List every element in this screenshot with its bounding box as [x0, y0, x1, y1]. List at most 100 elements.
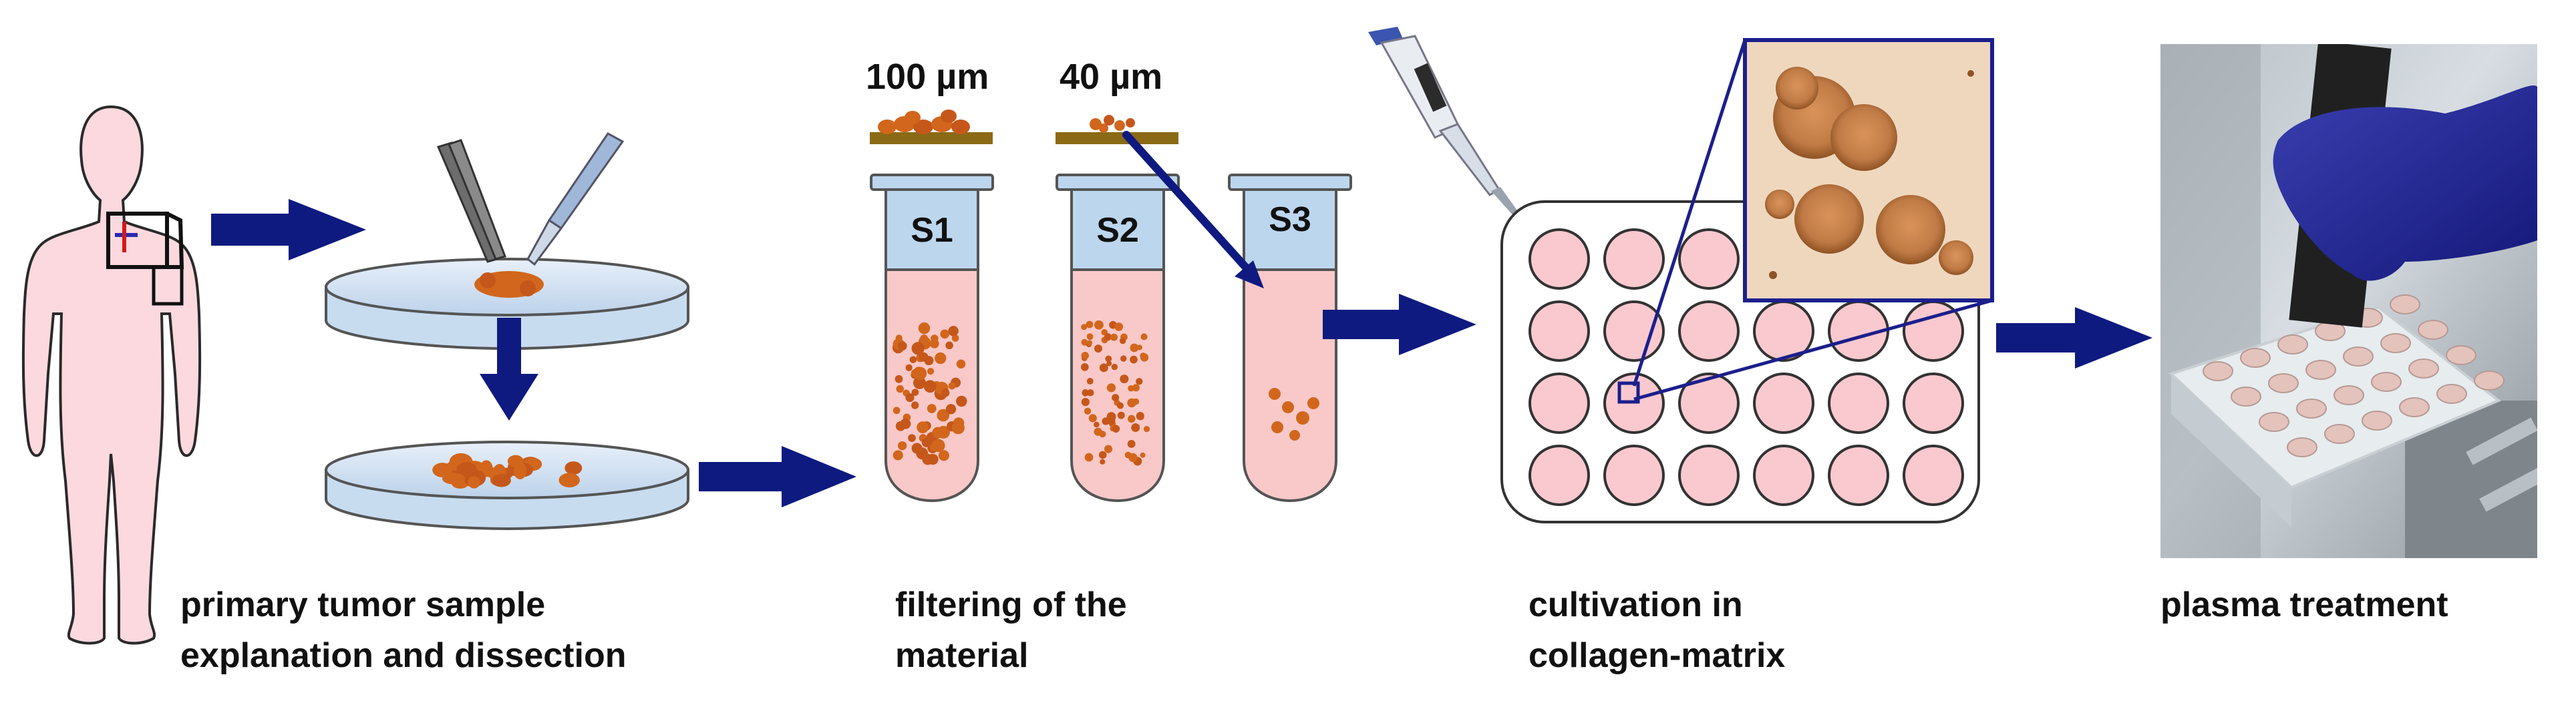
- photo-well: [2287, 437, 2317, 457]
- tissue-fragment: [1116, 402, 1124, 409]
- photo-well: [2371, 372, 2402, 392]
- caption-step1-line1: primary tumor sample: [180, 585, 546, 624]
- filter-40um: [1056, 115, 1178, 144]
- tissue-fragment: [937, 409, 950, 422]
- tissue-fragment: [1112, 425, 1120, 433]
- well: [1603, 445, 1665, 506]
- tissue-fragment: [913, 376, 926, 389]
- tube-label-s1: S1: [911, 211, 953, 250]
- well: [1603, 228, 1665, 290]
- photo-well: [2305, 360, 2336, 380]
- tissue-fragment: [919, 352, 929, 362]
- tissue-fragment: [941, 389, 950, 397]
- tissue-fragment: [565, 461, 583, 475]
- well: [1828, 445, 1889, 506]
- tissue-fragment: [1143, 426, 1150, 433]
- tissue-fragment: [1082, 389, 1090, 397]
- tissue-fragment: [1106, 383, 1116, 393]
- tissue-fragment: [948, 326, 959, 336]
- tissue-fragment: [938, 450, 949, 461]
- photo-well-plate: [2203, 294, 2505, 457]
- plasma-treatment-photo: [2160, 44, 2537, 558]
- forceps-icon: [436, 139, 506, 263]
- spheroid: [1876, 195, 1945, 264]
- arrow-filtrate-to-s3: [1122, 131, 1264, 288]
- tissue-fragment: [1112, 394, 1120, 402]
- human-silhouette-icon: [21, 105, 202, 645]
- photo-well: [2277, 334, 2308, 354]
- well: [1753, 373, 1814, 434]
- microscopy-zoom-image: [1745, 40, 1992, 300]
- photo-well: [2240, 348, 2271, 368]
- photo-well: [2362, 411, 2392, 431]
- tissue-fragment: [1086, 320, 1094, 328]
- caption-step2-line2: material: [895, 636, 1029, 675]
- photo-well: [2474, 371, 2505, 391]
- tissue-fragment: [1120, 375, 1129, 384]
- tissue-fragment: [916, 447, 929, 460]
- photo-well: [2399, 397, 2430, 417]
- scalpel-icon: [526, 132, 625, 266]
- photo-well: [2296, 399, 2327, 419]
- tissue-fragment: [1084, 407, 1092, 415]
- tissue-fragment: [513, 462, 527, 479]
- tissue-fragment: [456, 461, 477, 477]
- caption-step1: primary tumor sample explanation and dis…: [180, 579, 626, 681]
- well: [1678, 228, 1740, 290]
- tissue-fragment: [1086, 378, 1094, 385]
- tissue-fragment: [908, 434, 916, 442]
- tissue-fragment: [1127, 440, 1136, 448]
- well: [1678, 445, 1740, 506]
- tissue-fragment: [932, 439, 945, 453]
- tissue-fragment: [940, 329, 950, 339]
- tube-s2-fragments: [1081, 320, 1150, 466]
- tissue-fragment: [1081, 363, 1089, 371]
- tissue-fragment: [1130, 355, 1138, 364]
- caption-step2-line1: filtering of the: [895, 585, 1127, 624]
- tissue-fragment: [927, 404, 937, 413]
- photo-well: [2436, 384, 2467, 404]
- tissue-fragment: [1132, 384, 1140, 392]
- spheroid: [1830, 104, 1897, 171]
- tissue-fragment: [1081, 351, 1089, 360]
- tissue-fragment: [492, 473, 511, 487]
- caption-step3-line2: collagen-matrix: [1528, 636, 1786, 675]
- caption-step1-line2: explanation and dissection: [180, 636, 627, 675]
- tissue-fragment: [932, 427, 944, 439]
- caption-step4: plasma treatment: [2160, 579, 2448, 630]
- photo-well: [2231, 387, 2261, 407]
- caption-step2: filtering of the material: [895, 579, 1127, 681]
- tissue-fragment: [1104, 445, 1113, 453]
- tissue-fragment: [468, 476, 480, 489]
- tissue-fragment: [917, 421, 929, 434]
- tube-s3: S3: [1228, 174, 1352, 502]
- tissue-fragment: [1084, 453, 1094, 462]
- tissue-fragment: [911, 401, 919, 409]
- tissue-fragment: [1087, 389, 1094, 397]
- arrow-down-dish: [480, 318, 538, 421]
- tissue-fragment: [1094, 320, 1104, 330]
- well: [1528, 445, 1590, 506]
- tissue-fragment: [893, 407, 901, 415]
- tissue-fragment: [1081, 338, 1088, 346]
- tissue-fragment: [951, 334, 959, 342]
- spheroid: [1776, 67, 1818, 109]
- pipette-icon: [1368, 27, 1520, 218]
- well: [1903, 373, 1964, 434]
- tissue-fragment: [905, 364, 913, 371]
- tissue-fragment: [1111, 363, 1118, 371]
- tissue-fragment: [948, 382, 956, 390]
- tissue-fragment: [1140, 333, 1148, 340]
- tissue-fragment: [1086, 333, 1094, 340]
- tissue-fragment: [1130, 343, 1139, 352]
- photo-well: [2343, 346, 2374, 367]
- tissue-fragment: [945, 341, 953, 350]
- tissue-fragment: [1098, 451, 1107, 459]
- tissue-fragment: [1140, 353, 1149, 362]
- tissue-fragment: [923, 380, 937, 393]
- tissue-fragment: [1128, 385, 1134, 392]
- tissue-fragment: [1086, 340, 1093, 346]
- tissue-fragment: [921, 437, 932, 447]
- photo-well: [2408, 359, 2439, 379]
